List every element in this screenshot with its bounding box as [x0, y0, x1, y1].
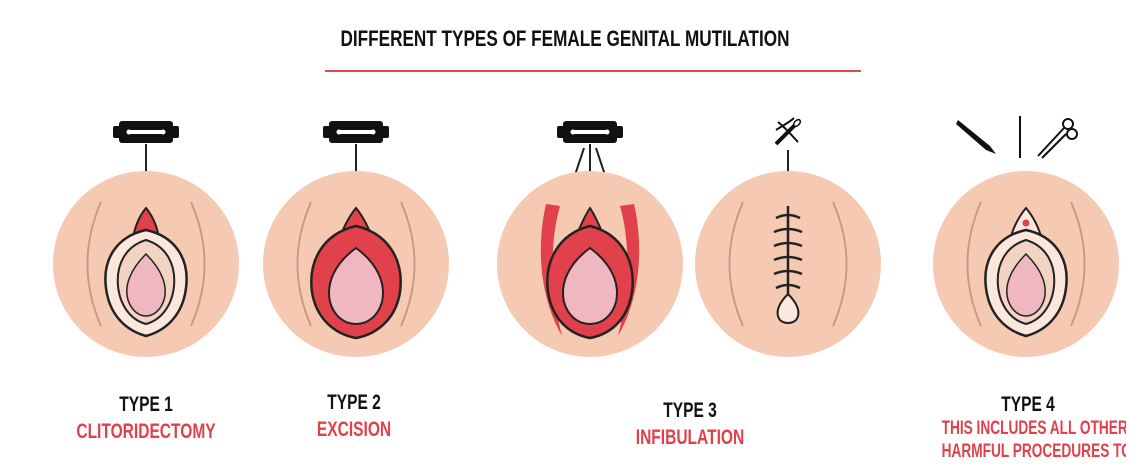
type4-name-line2: HARMFUL PROCEDURES TO: [942, 442, 1115, 461]
type2-name: EXCISION: [265, 419, 443, 440]
type3-title: TYPE 3: [601, 400, 779, 421]
type3-illustration-a: [497, 121, 683, 357]
type4-name-line1: THIS INCLUDES ALL OTHER: [942, 419, 1115, 438]
scalpel-icon: [956, 120, 996, 154]
type2-label: TYPE 2 EXCISION: [234, 392, 474, 440]
razor-blade-icon: [557, 121, 623, 143]
razor-blade-icon: [113, 121, 179, 143]
type1-title: TYPE 1: [57, 394, 235, 415]
type4-title: TYPE 4: [939, 394, 1117, 415]
type1-label: TYPE 1 CLITORIDECTOMY: [26, 394, 266, 442]
needle-thread-icon: [776, 118, 802, 144]
razor-blade-icon: [323, 121, 389, 143]
type4-label: TYPE 4 THIS INCLUDES ALL OTHER HARMFUL P…: [908, 394, 1126, 461]
type3-name: INFIBULATION: [601, 427, 779, 448]
type2-title: TYPE 2: [265, 392, 443, 413]
type3-illustration-b: [695, 118, 881, 357]
illustrations: [16, 8, 1126, 408]
type4-illustration: [933, 116, 1119, 357]
type1-illustration: [53, 121, 239, 357]
type3-label: TYPE 3 INFIBULATION: [570, 400, 810, 448]
type2-illustration: [263, 121, 449, 357]
type1-name: CLITORIDECTOMY: [57, 421, 235, 442]
infographic: DIFFERENT TYPES OF FEMALE GENITAL MUTILA…: [16, 8, 1126, 474]
scissors-icon: [1038, 119, 1077, 158]
